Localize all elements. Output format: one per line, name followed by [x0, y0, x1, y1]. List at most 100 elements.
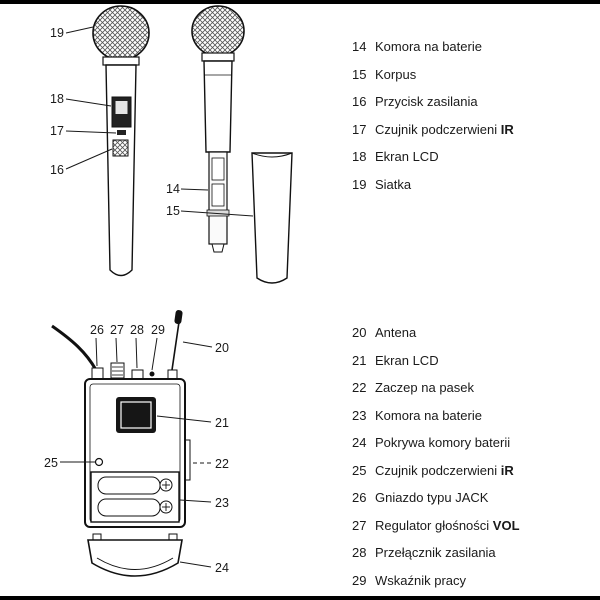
item-number: 27 — [352, 517, 367, 533]
lcd-display — [116, 397, 156, 433]
item-number: 18 — [352, 149, 367, 165]
callout-number: 16 — [50, 163, 64, 177]
item-label: Ekran LCD — [375, 150, 439, 163]
ir-window — [117, 130, 126, 135]
list-item: 27 Regulator głośności VOL — [352, 512, 596, 540]
power-button — [112, 139, 129, 157]
item-label-text: Ekran LCD — [375, 149, 439, 165]
battery — [97, 476, 173, 495]
callout-28: 28 — [130, 323, 144, 369]
callout-number: 14 — [166, 182, 180, 196]
callout-line — [65, 98, 112, 107]
item-label-text: Antena — [375, 325, 417, 341]
top-border — [0, 0, 600, 4]
item-label-text: Komora na baterie — [375, 407, 482, 423]
callout-line — [135, 337, 138, 369]
callout-number: 20 — [215, 341, 229, 355]
mic-grille — [92, 5, 150, 61]
item-label: Korpus — [375, 68, 416, 81]
callout-number: 26 — [90, 323, 104, 337]
callout-number: 24 — [215, 561, 229, 575]
item-number: 28 — [352, 545, 367, 561]
list-item: 23 Komora na baterie — [352, 402, 596, 430]
item-label-bold: iR — [500, 462, 514, 478]
callout-25: 25 — [44, 456, 95, 470]
mic-grille — [191, 5, 245, 57]
item-label-text: Pokrywa komory baterii — [375, 435, 511, 451]
bottom-border — [0, 596, 600, 600]
callout-line — [65, 148, 113, 170]
item-number: 19 — [352, 176, 367, 192]
item-label: Czujnik podczerwieni iR — [375, 464, 514, 477]
item-number: 16 — [352, 94, 367, 110]
battery — [97, 498, 173, 517]
item-label-text: Siatka — [375, 176, 412, 192]
callout-number: 15 — [166, 204, 180, 218]
item-label: Czujnik podczerwieni IR — [375, 123, 514, 136]
list-item: 17 Czujnik podczerwieni IR — [352, 116, 596, 144]
callout-line — [179, 561, 212, 568]
callout-21: 21 — [156, 415, 229, 430]
mic-cable — [51, 324, 98, 371]
item-label: Zaczep na pasek — [375, 381, 474, 394]
callout-18: 18 — [50, 92, 112, 107]
callout-27: 27 — [110, 323, 124, 363]
callout-22: 22 — [191, 457, 229, 471]
cover-inner-curve — [96, 557, 174, 570]
battery-slot — [211, 157, 225, 181]
body-sleeve — [251, 152, 293, 284]
callout-20: 20 — [182, 341, 229, 355]
item-label: Wskaźnik pracy — [375, 574, 466, 587]
callout-line — [115, 337, 118, 363]
list-item: 20 Antena — [352, 319, 596, 347]
item-number: 26 — [352, 490, 367, 506]
item-number: 23 — [352, 407, 367, 423]
list-item: 19 Siatka — [352, 171, 596, 199]
item-label: Regulator głośności VOL — [375, 519, 520, 532]
knob-ridges — [112, 366, 123, 376]
item-label-text: Przełącznik zasilania — [375, 545, 496, 561]
list-item: 15 Korpus — [352, 61, 596, 89]
screw-cross — [162, 481, 170, 489]
antenna-base — [167, 369, 178, 380]
item-label: Ekran LCD — [375, 354, 439, 367]
item-label: Komora na baterie — [375, 409, 482, 422]
ir-sensor — [94, 457, 104, 467]
item-number: 15 — [352, 66, 367, 82]
handheld-mic-disassembled — [191, 5, 293, 284]
volume-knob — [110, 362, 125, 379]
battery-cell — [97, 476, 161, 495]
item-label-text: Korpus — [375, 66, 417, 82]
callout-line — [151, 337, 158, 371]
mic-collar — [201, 52, 235, 62]
item-label-text: Zaczep na pasek — [375, 380, 475, 396]
item-label-bold: IR — [500, 121, 514, 137]
item-number: 20 — [352, 325, 367, 341]
work-indicator-led — [149, 371, 155, 377]
screw-cross — [162, 503, 170, 511]
callout-number: 28 — [130, 323, 144, 337]
callout-line — [65, 130, 117, 134]
list-item: 18 Ekran LCD — [352, 143, 596, 171]
cover-shell — [87, 539, 183, 577]
callout-15: 15 — [166, 204, 254, 218]
bodypack-transmitter — [51, 310, 191, 577]
microphone-diagram: 19 18 17 16 14 15 — [50, 5, 293, 284]
mic-parts-legend: 14 Komora na baterie 15 Korpus 16 Przyci… — [352, 33, 596, 198]
callout-line — [180, 188, 209, 191]
callout-line — [156, 415, 212, 423]
callout-number: 21 — [215, 416, 229, 430]
item-label: Antena — [375, 326, 416, 339]
callout-line — [95, 337, 98, 367]
callout-14: 14 — [166, 182, 209, 196]
list-item: 16 Przycisk zasilania — [352, 88, 596, 116]
callout-19: 19 — [50, 26, 94, 40]
callout-number: 19 — [50, 26, 64, 40]
bodypack-diagram: 26 27 28 29 20 21 22 23 24 25 — [44, 310, 229, 577]
power-switch — [131, 369, 144, 380]
handheld-mic-assembled — [92, 5, 150, 277]
list-item: 26 Gniazdo typu JACK — [352, 484, 596, 512]
item-number: 17 — [352, 121, 367, 137]
item-label-text: Gniazdo typu JACK — [375, 490, 489, 506]
item-number: 21 — [352, 352, 367, 368]
